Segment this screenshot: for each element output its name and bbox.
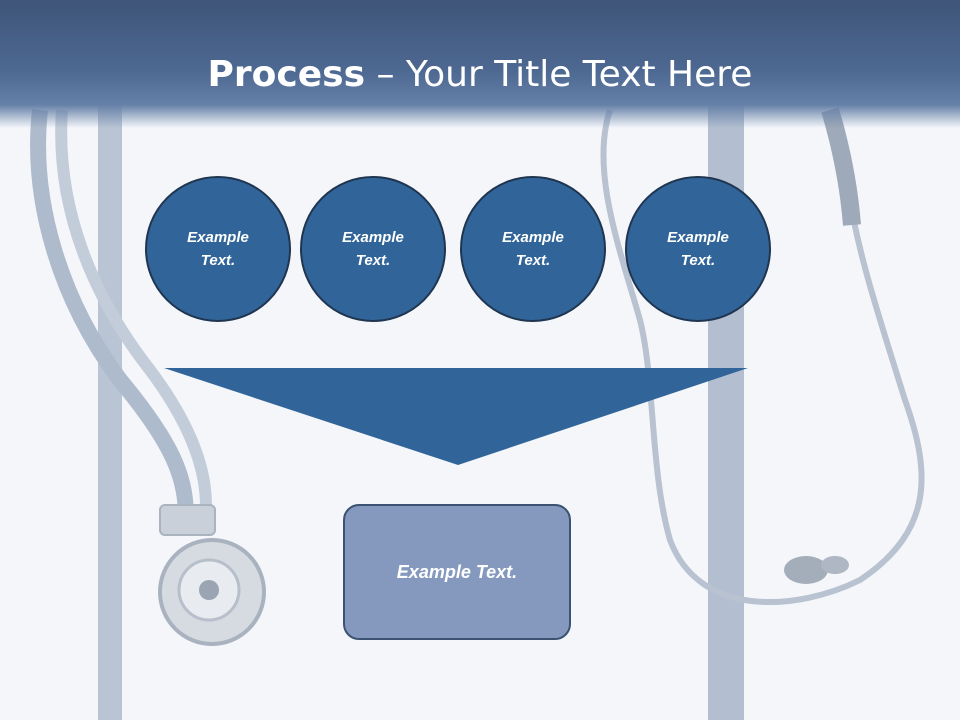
step-label: Example Text.: [342, 229, 404, 269]
process-step-circle-2: Example Text.: [300, 176, 446, 322]
process-step-circle-3: Example Text.: [460, 176, 606, 322]
funnel-arrow: [164, 368, 748, 465]
result-label: Example Text.: [396, 561, 518, 582]
result-box: Example Text.: [343, 504, 571, 640]
step-label: Example Text.: [667, 229, 729, 269]
title-rest: – Your Title Text Here: [365, 54, 753, 95]
slide-title: Process – Your Title Text Here: [0, 50, 960, 100]
title-bold-part: Process: [207, 54, 366, 95]
process-step-circle-4: Example Text.: [625, 176, 771, 322]
process-step-circle-1: Example Text.: [145, 176, 291, 322]
title-bar: [0, 0, 960, 128]
step-label: Example Text.: [187, 229, 249, 269]
step-label: Example Text.: [502, 229, 564, 269]
